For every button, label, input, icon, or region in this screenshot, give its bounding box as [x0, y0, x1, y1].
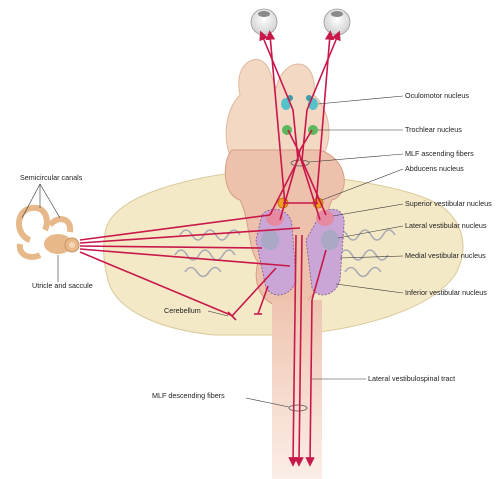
label-lateral-vestibulospinal: Lateral vestibulospinal tract	[312, 374, 455, 383]
label-mlf-ascending: MLF ascending fibers	[309, 149, 474, 162]
svg-text:Abducens nucleus: Abducens nucleus	[405, 164, 464, 173]
svg-text:Inferior vestibular nucleus: Inferior vestibular nucleus	[405, 288, 487, 297]
lateral-vestibular-left-shape	[261, 230, 279, 250]
svg-text:Utricle and saccule: Utricle and saccule	[32, 281, 93, 290]
svg-text:MLF ascending fibers: MLF ascending fibers	[405, 149, 474, 158]
svg-text:Superior vestibular nucleus: Superior vestibular nucleus	[405, 199, 492, 208]
left-eye-icon	[251, 9, 277, 35]
right-eye-icon	[324, 9, 350, 35]
inner-ear-icon	[19, 208, 79, 257]
svg-text:Oculomotor nucleus: Oculomotor nucleus	[405, 91, 469, 100]
svg-text:Semicircular canals: Semicircular canals	[20, 173, 83, 182]
lateral-vestibular-right-shape	[321, 230, 339, 250]
svg-text:Lateral vestibulospinal tract: Lateral vestibulospinal tract	[368, 374, 455, 383]
svg-text:Lateral vestibular nucleus: Lateral vestibular nucleus	[405, 221, 487, 230]
svg-text:Medial vestibular nucleus: Medial vestibular nucleus	[405, 251, 486, 260]
label-trochlear-nucleus: Trochlear nucleus	[318, 125, 462, 134]
label-utricle-saccule: Utricle and saccule	[32, 255, 93, 290]
svg-text:Trochlear nucleus: Trochlear nucleus	[405, 125, 462, 134]
label-oculomotor-nucleus: Oculomotor nucleus	[318, 91, 469, 104]
label-mlf-descending: MLF descending fibers	[152, 391, 289, 407]
spinal-cord-shape	[272, 300, 322, 479]
svg-text:Cerebellum: Cerebellum	[164, 306, 201, 315]
svg-text:MLF descending fibers: MLF descending fibers	[152, 391, 225, 400]
